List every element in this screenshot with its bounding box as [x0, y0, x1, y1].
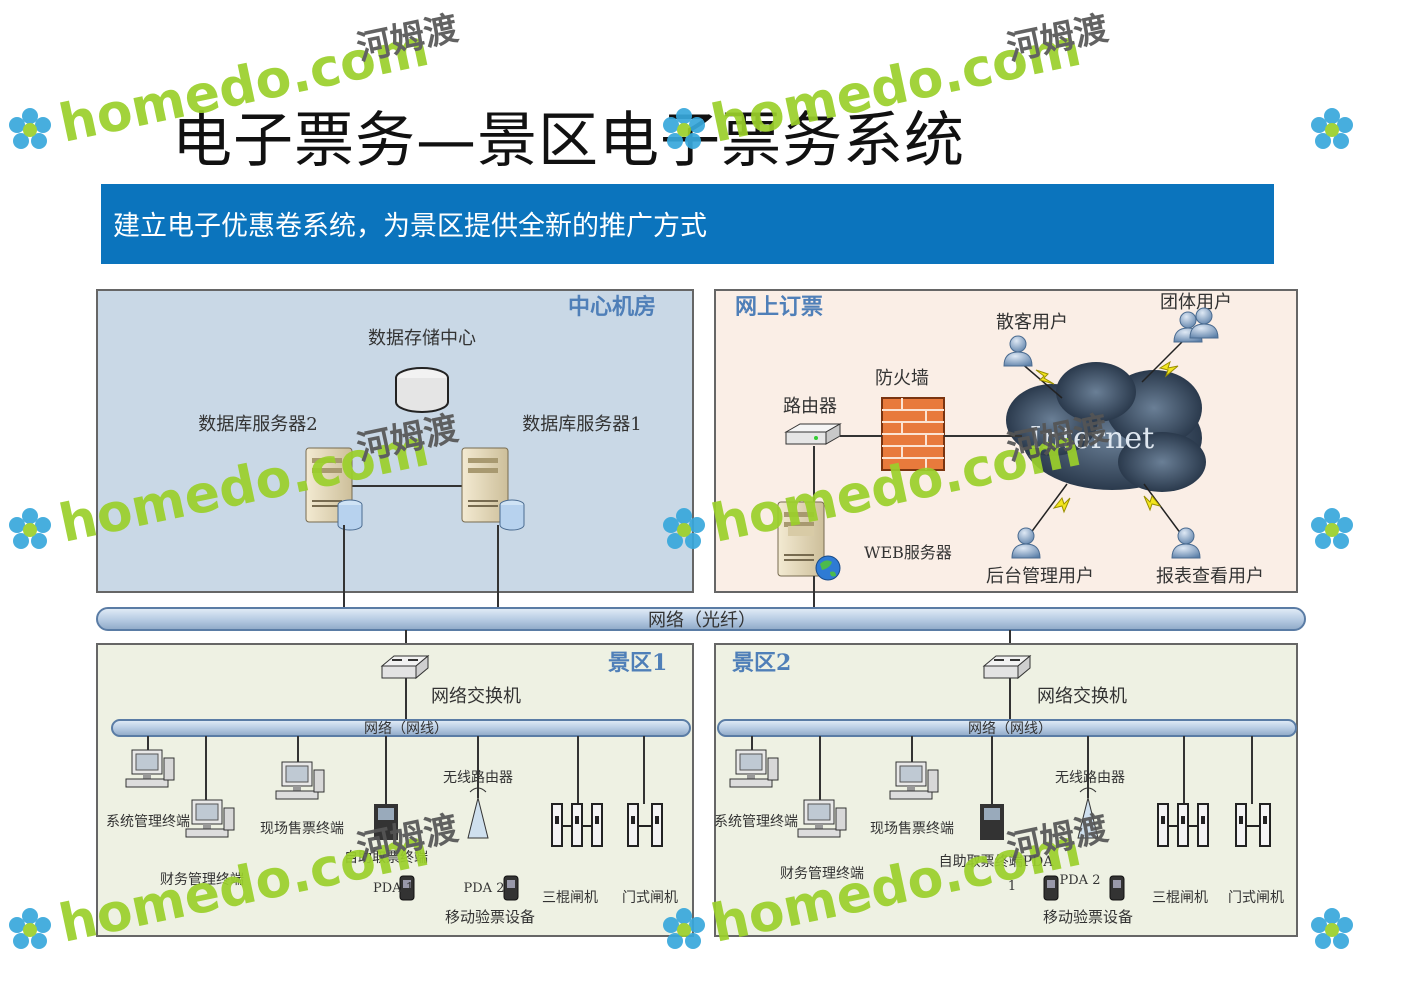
scenic-1-wireless-label: 无线路由器: [443, 770, 513, 786]
flower-logo-icon: [1311, 108, 1353, 149]
fiber-backbone: 网络（光纤）: [96, 607, 1306, 631]
scenic-2-label: 景区2: [732, 650, 791, 676]
watermark-cn: 河姆渡: [1004, 8, 1112, 68]
storage-label: 数据存储中心: [368, 328, 476, 349]
scenic-1-pda-1-label: PDA 1: [373, 881, 414, 896]
scenic-2-mobile-check-label: 移动验票设备: [1043, 908, 1133, 926]
network-diagram: 中心机房 数据存储中心 数据库服务器2 数据库服务器1 网上订票: [96, 289, 1306, 937]
globe-icon: [815, 555, 841, 581]
lightning-icons: [1035, 360, 1179, 514]
scenic-2-door-gate-icon: [1235, 803, 1271, 847]
scenic-2-wireless-label: 无线路由器: [1055, 770, 1125, 786]
scenic-1-finance-label: 财务管理终端: [160, 872, 244, 888]
scenic-1-zone: 景区1 网络交换机 网络（网线） 系统管理终端 财务管理终端 现场售票终端 自助…: [96, 643, 694, 937]
scenic-2-finance-label: 财务管理终端: [780, 866, 864, 882]
flower-logo-icon: [1311, 508, 1353, 549]
internet-cloud-icon: [1006, 362, 1206, 492]
scenic-1-label: 景区1: [608, 650, 667, 676]
scenic-1-self-service-label: 自助取票终端: [344, 850, 428, 866]
internet-label: Internet: [1030, 421, 1154, 456]
scenic-2-tripod-gate-icon: [1157, 803, 1209, 847]
group-users-label: 团体用户: [1160, 292, 1232, 313]
db-server-1-label: 数据库服务器1: [522, 414, 641, 435]
report-users-label: 报表查看用户: [1156, 566, 1264, 587]
scenic-2-pda-2-icon: [1109, 875, 1125, 901]
scenic-1-wireless-router-icon: [467, 787, 489, 839]
flower-logo-icon: [1311, 908, 1353, 949]
scenic-1-sys-mgmt-label: 系统管理终端: [106, 814, 190, 830]
scenic-2-pda-1-icon: [1043, 875, 1059, 901]
scenic-2-pda-1-label: 1: [1008, 879, 1016, 894]
scenic-2-onsite-label: 现场售票终端: [870, 821, 954, 837]
scenic-1-door-gate-label: 门式闸机: [622, 890, 678, 906]
firewall-label: 防火墙: [875, 368, 929, 389]
scenic-2-zone: 景区2 网络交换机 网络（网线） 系统管理终端 财务管理终端 现场售票终端 自助…: [714, 643, 1298, 937]
backend-users-label: 后台管理用户: [986, 566, 1094, 587]
banner-text: 建立电子优惠卷系统，为景区提供全新的推广方式: [113, 211, 707, 242]
scenic-1-self-service-icon: [374, 804, 398, 840]
flower-logo-icon: [9, 908, 51, 949]
individual-users-label: 散客用户: [996, 312, 1068, 333]
flower-logo-icon: [9, 508, 51, 549]
storage-disk-icon: [395, 367, 449, 413]
backbone-label: 网络（光纤）: [648, 610, 756, 631]
db-server-2-label: 数据库服务器2: [198, 414, 317, 435]
router-label: 路由器: [783, 396, 837, 417]
scenic-1-lan-label: 网络（网线）: [364, 721, 448, 737]
scenic-2-sys-mgmt-label: 系统管理终端: [714, 814, 798, 830]
online-booking-label: 网上订票: [735, 294, 823, 320]
scenic-2-lan-label: 网络（网线）: [968, 721, 1052, 737]
db-2-drum-icon: [337, 499, 363, 531]
scenic-1-tripod-gate-icon: [551, 803, 603, 847]
scenic-1-tripod-gate-label: 三棍闸机: [542, 890, 598, 906]
web-server-icon: [777, 501, 825, 577]
center-room-zone: 中心机房 数据存储中心 数据库服务器2 数据库服务器1: [96, 289, 694, 608]
scenic-1-switch-label: 网络交换机: [431, 686, 521, 707]
db-1-drum-icon: [499, 499, 525, 531]
scenic-2-door-gate-label: 门式闸机: [1228, 890, 1284, 906]
web-server-label: WEB服务器: [864, 543, 952, 562]
scenic-1-door-gate-icon: [627, 803, 663, 847]
watermark-cn: 河姆渡: [354, 8, 462, 68]
subtitle-banner: 建立电子优惠卷系统，为景区提供全新的推广方式: [101, 184, 1274, 264]
scenic-2-self-service-label: 自助取票终端PDA: [939, 854, 1055, 870]
flower-logo-icon: [9, 108, 51, 149]
scenic-2-pda-2-label: PDA 2: [1060, 873, 1101, 888]
page-title: 电子票务—景区电子票务系统: [172, 106, 965, 176]
scenic-2-switch-label: 网络交换机: [1037, 686, 1127, 707]
scenic-1-pda-2-icon: [503, 875, 519, 901]
online-booking-zone: 网上订票 Internet 散客用户 团体用户: [714, 289, 1298, 608]
scenic-2-wireless-router-icon: [1077, 787, 1099, 839]
scenic-2-self-service-icon: [980, 804, 1004, 840]
scenic-1-mobile-check-label: 移动验票设备: [445, 908, 535, 926]
center-room-label: 中心机房: [568, 294, 656, 320]
scenic-1-pda-2-label: PDA 2: [464, 881, 505, 896]
scenic-2-tripod-gate-label: 三棍闸机: [1152, 890, 1208, 906]
firewall-icon: [881, 397, 945, 471]
watermark-edge: [1311, 108, 1353, 949]
scenic-1-onsite-label: 现场售票终端: [260, 821, 344, 837]
router-icon: [784, 423, 842, 445]
